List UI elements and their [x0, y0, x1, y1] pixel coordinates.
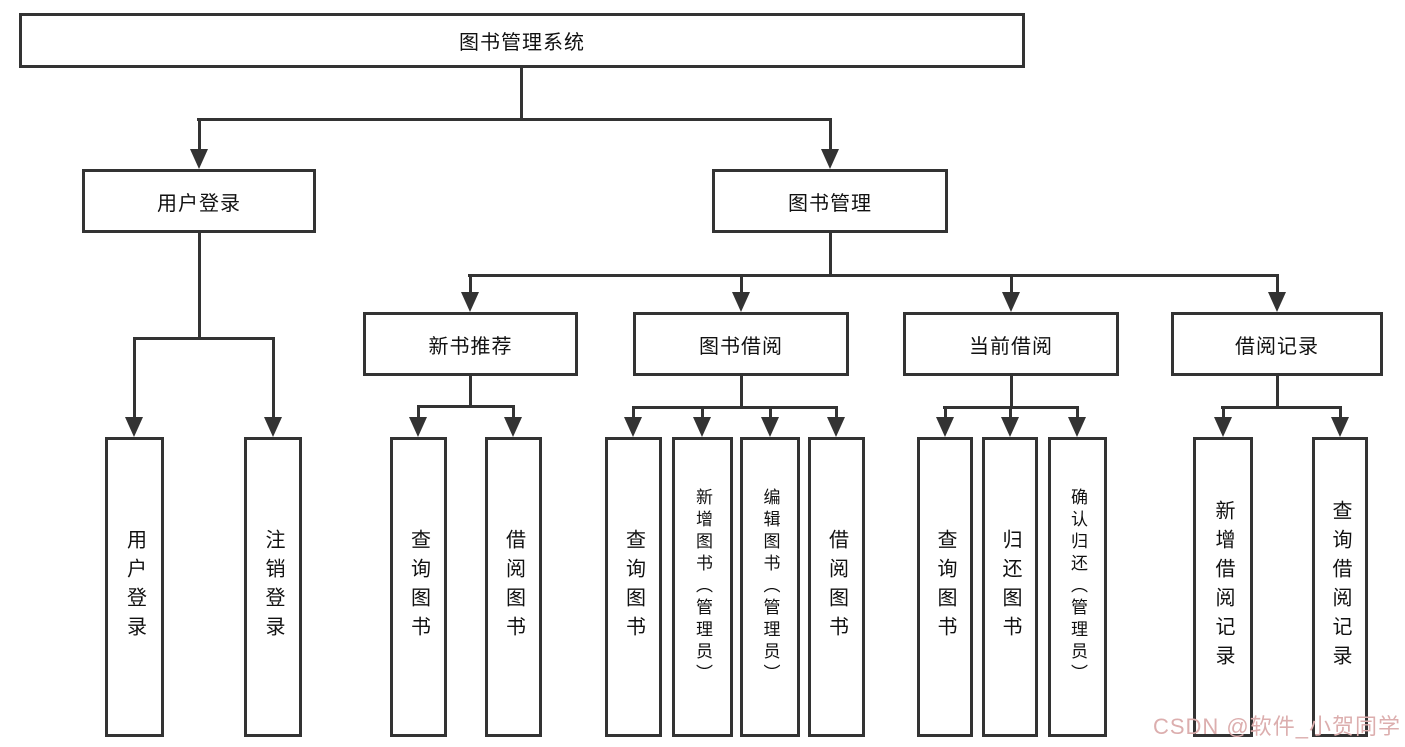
- arrow-down-icon: [936, 417, 954, 437]
- leaf-borrowing-add-books-admin: 新增图书（管理员）: [672, 437, 733, 737]
- connector-line: [632, 406, 635, 418]
- connector-line: [197, 118, 832, 121]
- node-book-management: 图书管理: [712, 169, 948, 233]
- arrow-down-icon: [264, 417, 282, 437]
- leaf-borrowing-edit-books-admin: 编辑图书（管理员）: [740, 437, 800, 737]
- node-current-borrowing: 当前借阅: [903, 312, 1119, 376]
- connector-line: [632, 406, 838, 409]
- arrow-down-icon: [624, 417, 642, 437]
- connector-line: [1339, 406, 1342, 418]
- node-new-book-recommendation: 新书推荐: [363, 312, 578, 376]
- connector-line: [520, 68, 523, 119]
- connector-line: [198, 233, 201, 340]
- arrow-down-icon: [761, 417, 779, 437]
- leaf-records-query-record: 查询借阅记录: [1312, 437, 1368, 737]
- connector-line: [769, 406, 772, 418]
- arrow-down-icon: [827, 417, 845, 437]
- node-book-borrowing: 图书借阅: [633, 312, 849, 376]
- leaf-borrowing-borrow-books: 借阅图书: [808, 437, 865, 737]
- connector-line: [740, 274, 743, 293]
- arrow-down-icon: [1068, 417, 1086, 437]
- arrow-down-icon: [1331, 417, 1349, 437]
- arrow-down-icon: [190, 149, 208, 169]
- leaf-borrowing-query-books: 查询图书: [605, 437, 662, 737]
- connector-line: [1010, 274, 1013, 293]
- arrow-down-icon: [1002, 292, 1020, 312]
- leaf-logout: 注销登录: [244, 437, 302, 737]
- node-borrowing-records: 借阅记录: [1171, 312, 1383, 376]
- connector-line: [944, 406, 947, 418]
- connector-line: [829, 233, 832, 277]
- connector-line: [272, 337, 275, 418]
- leaf-records-add-record: 新增借阅记录: [1193, 437, 1253, 737]
- connector-line: [1009, 406, 1012, 418]
- leaf-current-confirm-return-admin: 确认归还（管理员）: [1048, 437, 1107, 737]
- watermark: CSDN @软件_小贺同学: [1152, 714, 1401, 739]
- connector-line: [469, 376, 472, 407]
- connector-line: [133, 337, 136, 418]
- arrow-down-icon: [821, 149, 839, 169]
- leaf-current-return-books: 归还图书: [982, 437, 1038, 737]
- connector-line: [512, 405, 515, 418]
- connector-line: [1276, 376, 1279, 408]
- leaf-recommend-borrow-books: 借阅图书: [485, 437, 542, 737]
- connector-line: [1076, 406, 1079, 418]
- connector-line: [1221, 406, 1342, 409]
- connector-line: [829, 118, 832, 150]
- arrow-down-icon: [1268, 292, 1286, 312]
- leaf-user-login: 用户登录: [105, 437, 164, 737]
- connector-line: [1222, 406, 1225, 418]
- arrow-down-icon: [1214, 417, 1232, 437]
- connector-line: [417, 405, 420, 418]
- connector-line: [469, 274, 472, 293]
- arrow-down-icon: [504, 417, 522, 437]
- connector-line: [468, 274, 1279, 277]
- arrow-down-icon: [409, 417, 427, 437]
- connector-line: [198, 118, 201, 150]
- node-user-login: 用户登录: [82, 169, 316, 233]
- leaf-recommend-query-books: 查询图书: [390, 437, 447, 737]
- connector-line: [740, 376, 743, 408]
- arrow-down-icon: [125, 417, 143, 437]
- connector-line: [133, 337, 275, 340]
- leaf-current-query-books: 查询图书: [917, 437, 973, 737]
- connector-line: [701, 406, 704, 418]
- arrow-down-icon: [461, 292, 479, 312]
- connector-line: [417, 405, 515, 408]
- arrow-down-icon: [1001, 417, 1019, 437]
- arrow-down-icon: [732, 292, 750, 312]
- arrow-down-icon: [693, 417, 711, 437]
- connector-line: [835, 406, 838, 418]
- node-library-system: 图书管理系统: [19, 13, 1025, 68]
- connector-line: [1010, 376, 1013, 408]
- connector-line: [1276, 274, 1279, 293]
